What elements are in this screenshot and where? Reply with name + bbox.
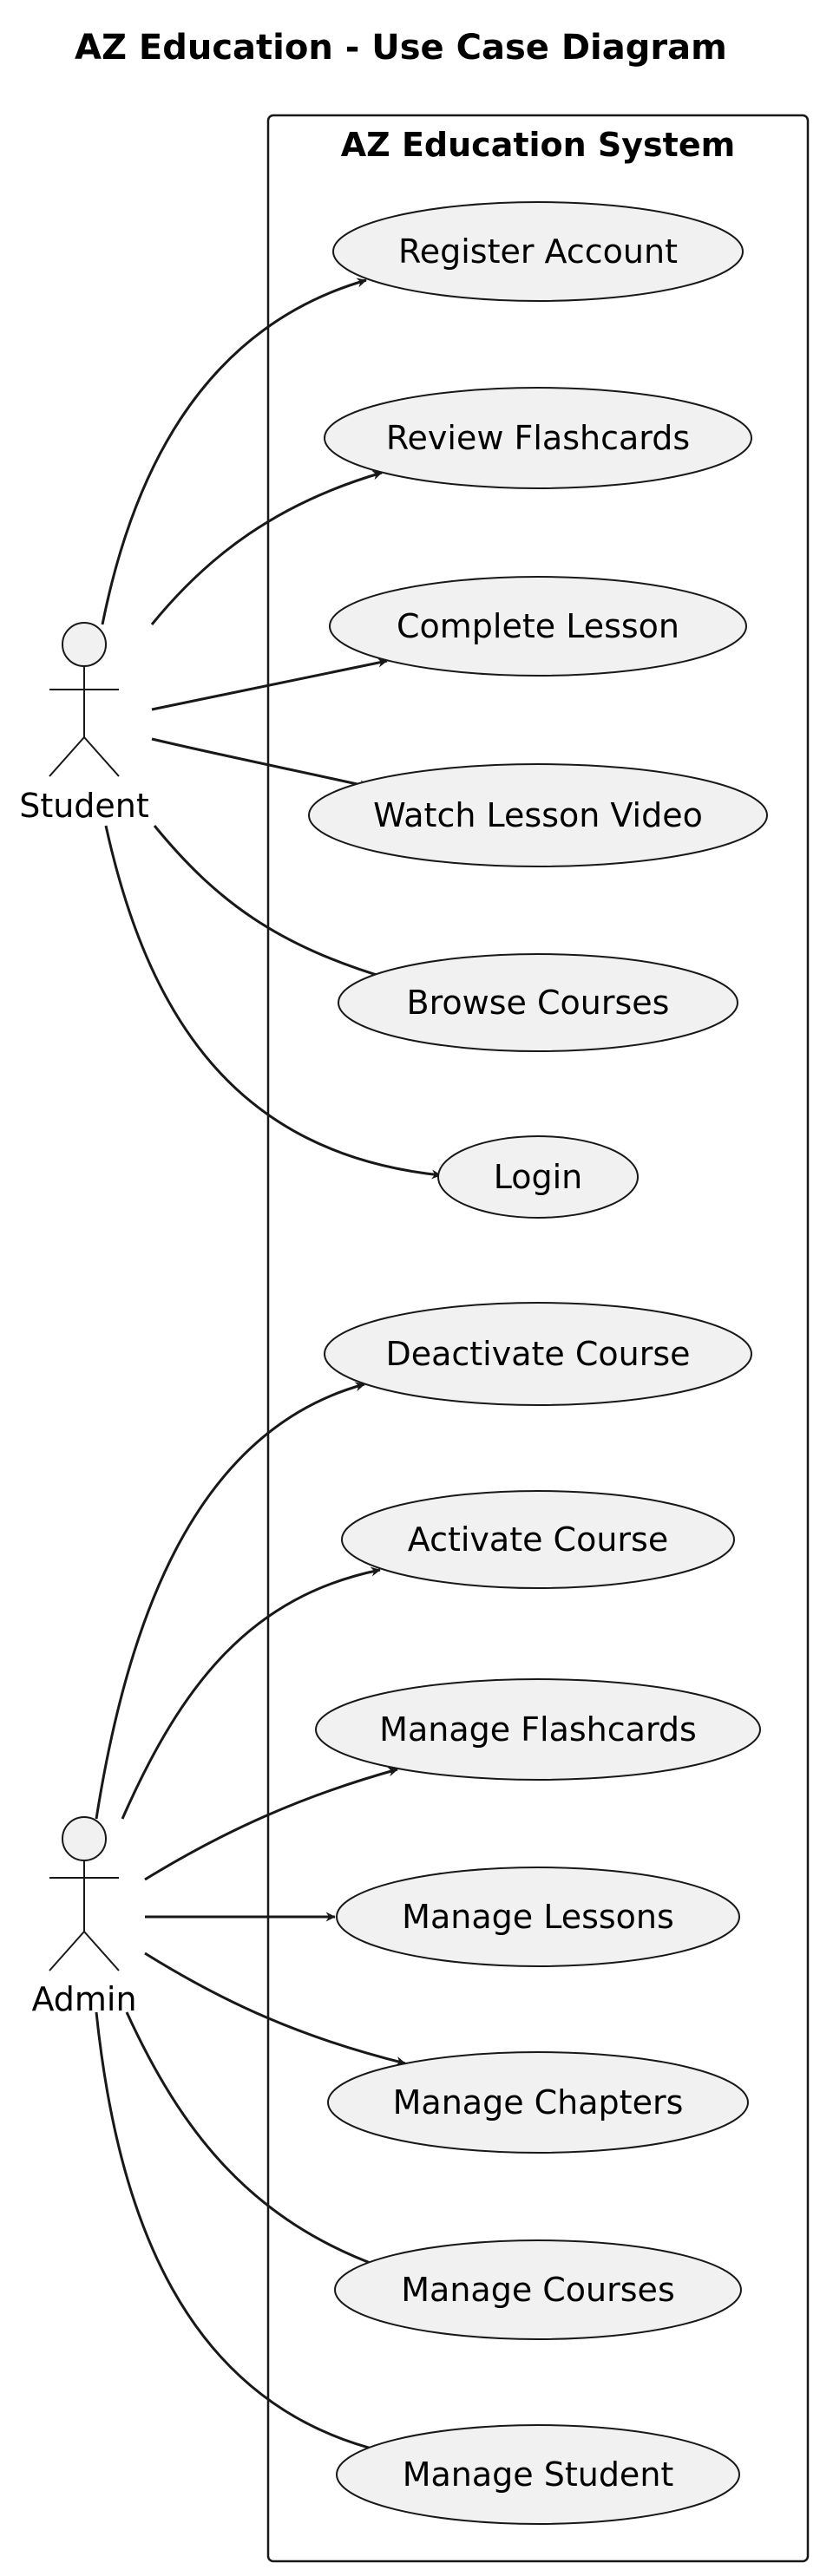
use-case-label: Deactivate Course <box>385 1335 690 1373</box>
edge-admin-activate-course <box>121 1566 381 1820</box>
use-case-label: Manage Flashcards <box>379 1710 697 1749</box>
edge-admin-manage-courses <box>125 2011 383 2269</box>
use-case-manage-student[interactable]: Manage Student <box>336 2424 740 2525</box>
use-case-deactivate-course[interactable]: Deactivate Course <box>324 1302 752 1406</box>
stick-figure-icon <box>49 1816 120 1971</box>
system-title: AZ Education System <box>341 126 735 164</box>
use-case-label: Login <box>494 1158 583 1196</box>
use-case-label: Review Flashcards <box>386 419 690 457</box>
student-edges <box>101 278 442 1180</box>
actor-admin[interactable]: Admin <box>31 1816 137 2018</box>
use-case-manage-chapters[interactable]: Manage Chapters <box>327 2051 749 2154</box>
use-case-label: Manage Lessons <box>402 1898 674 1936</box>
use-case-manage-courses[interactable]: Manage Courses <box>334 2239 742 2340</box>
actor-label: Admin <box>31 1980 136 2018</box>
use-case-label: Watch Lesson Video <box>373 796 703 834</box>
edge-admin-manage-chapters <box>144 1952 406 2066</box>
edge-admin-manage-student <box>95 2011 383 2454</box>
use-case-complete-lesson[interactable]: Complete Lesson <box>329 576 747 677</box>
use-case-label: Manage Courses <box>401 2271 675 2309</box>
use-case-register-account[interactable]: Register Account <box>332 201 744 302</box>
use-case-activate-course[interactable]: Activate Course <box>341 1490 735 1589</box>
edge-student-register-account <box>101 278 367 625</box>
diagram-title: AZ Education - Use Case Diagram <box>75 28 727 68</box>
edge-student-complete-lesson <box>151 657 388 711</box>
edge-student-login <box>104 825 442 1180</box>
use-case-watch-lesson-video[interactable]: Watch Lesson Video <box>308 763 768 867</box>
edge-student-review-flashcards <box>150 470 383 625</box>
edge-student-browse-courses <box>153 825 389 981</box>
use-case-manage-lessons[interactable]: Manage Lessons <box>336 1867 740 1967</box>
admin-edges <box>95 1382 406 2454</box>
use-case-login[interactable]: Login <box>437 1135 639 1219</box>
actor-student[interactable]: Student <box>19 622 149 825</box>
use-case-label: Register Account <box>398 232 678 271</box>
use-case-label: Complete Lesson <box>397 607 679 645</box>
stick-figure-icon <box>49 622 120 777</box>
use-case-label: Manage Chapters <box>393 2083 684 2122</box>
use-case-review-flashcards[interactable]: Review Flashcards <box>324 387 752 489</box>
use-case-browse-courses[interactable]: Browse Courses <box>338 953 738 1052</box>
use-case-label: Activate Course <box>408 1520 668 1559</box>
edge-admin-deactivate-course <box>95 1382 365 1820</box>
use-case-label: Manage Student <box>403 2455 674 2494</box>
edge-student-watch-lesson-video <box>151 737 370 790</box>
actor-label: Student <box>19 787 149 825</box>
edge-admin-manage-flashcards <box>144 1767 398 1881</box>
use-case-label: Browse Courses <box>407 984 670 1022</box>
use-case-manage-flashcards[interactable]: Manage Flashcards <box>315 1678 761 1781</box>
